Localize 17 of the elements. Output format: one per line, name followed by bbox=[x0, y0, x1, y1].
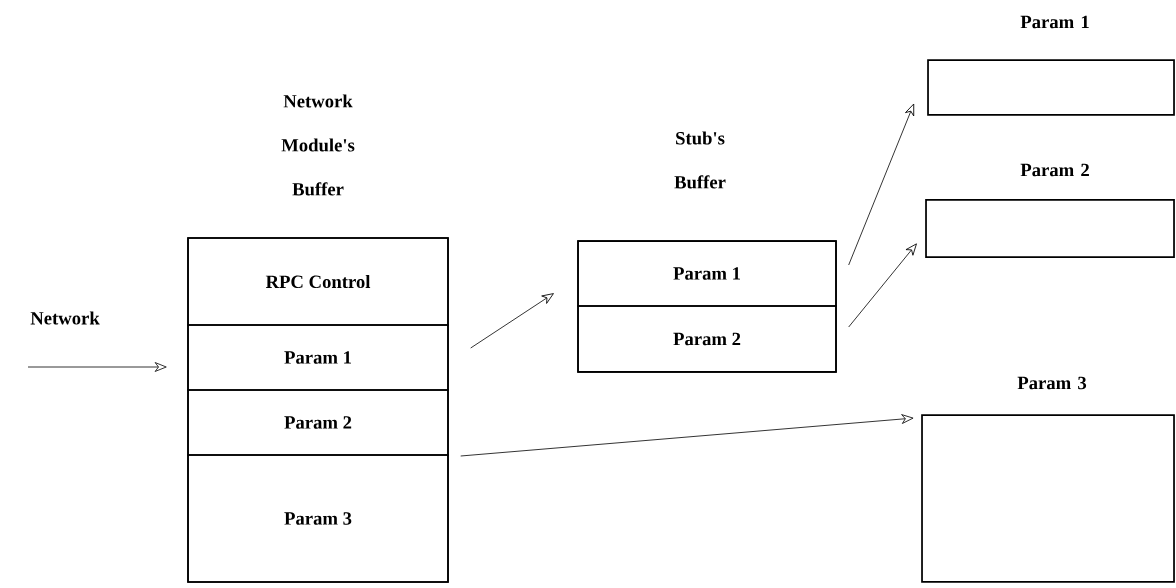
heading: Param 1 bbox=[1020, 15, 1089, 29]
arrow bbox=[27, 362, 167, 372]
buffer-cell: Param 1 bbox=[577, 240, 837, 307]
buffer-cell: Param 2 bbox=[187, 389, 449, 456]
arrow bbox=[460, 414, 914, 457]
arrow bbox=[848, 103, 915, 266]
arrow bbox=[848, 243, 917, 328]
buffer-cell: Param 2 bbox=[577, 305, 837, 373]
buffer-cell: Param 1 bbox=[187, 324, 449, 391]
heading: Param 3 bbox=[1017, 376, 1087, 390]
heading: Stub's Buffer bbox=[674, 131, 726, 189]
heading: Network Module's Buffer bbox=[281, 94, 355, 196]
buffer-cell: RPC Control bbox=[187, 237, 449, 326]
arrow bbox=[470, 293, 554, 349]
buffer-cell: Param 3 bbox=[187, 454, 449, 583]
edge-label: Network bbox=[30, 311, 100, 325]
heading: Param 2 bbox=[1020, 163, 1089, 177]
